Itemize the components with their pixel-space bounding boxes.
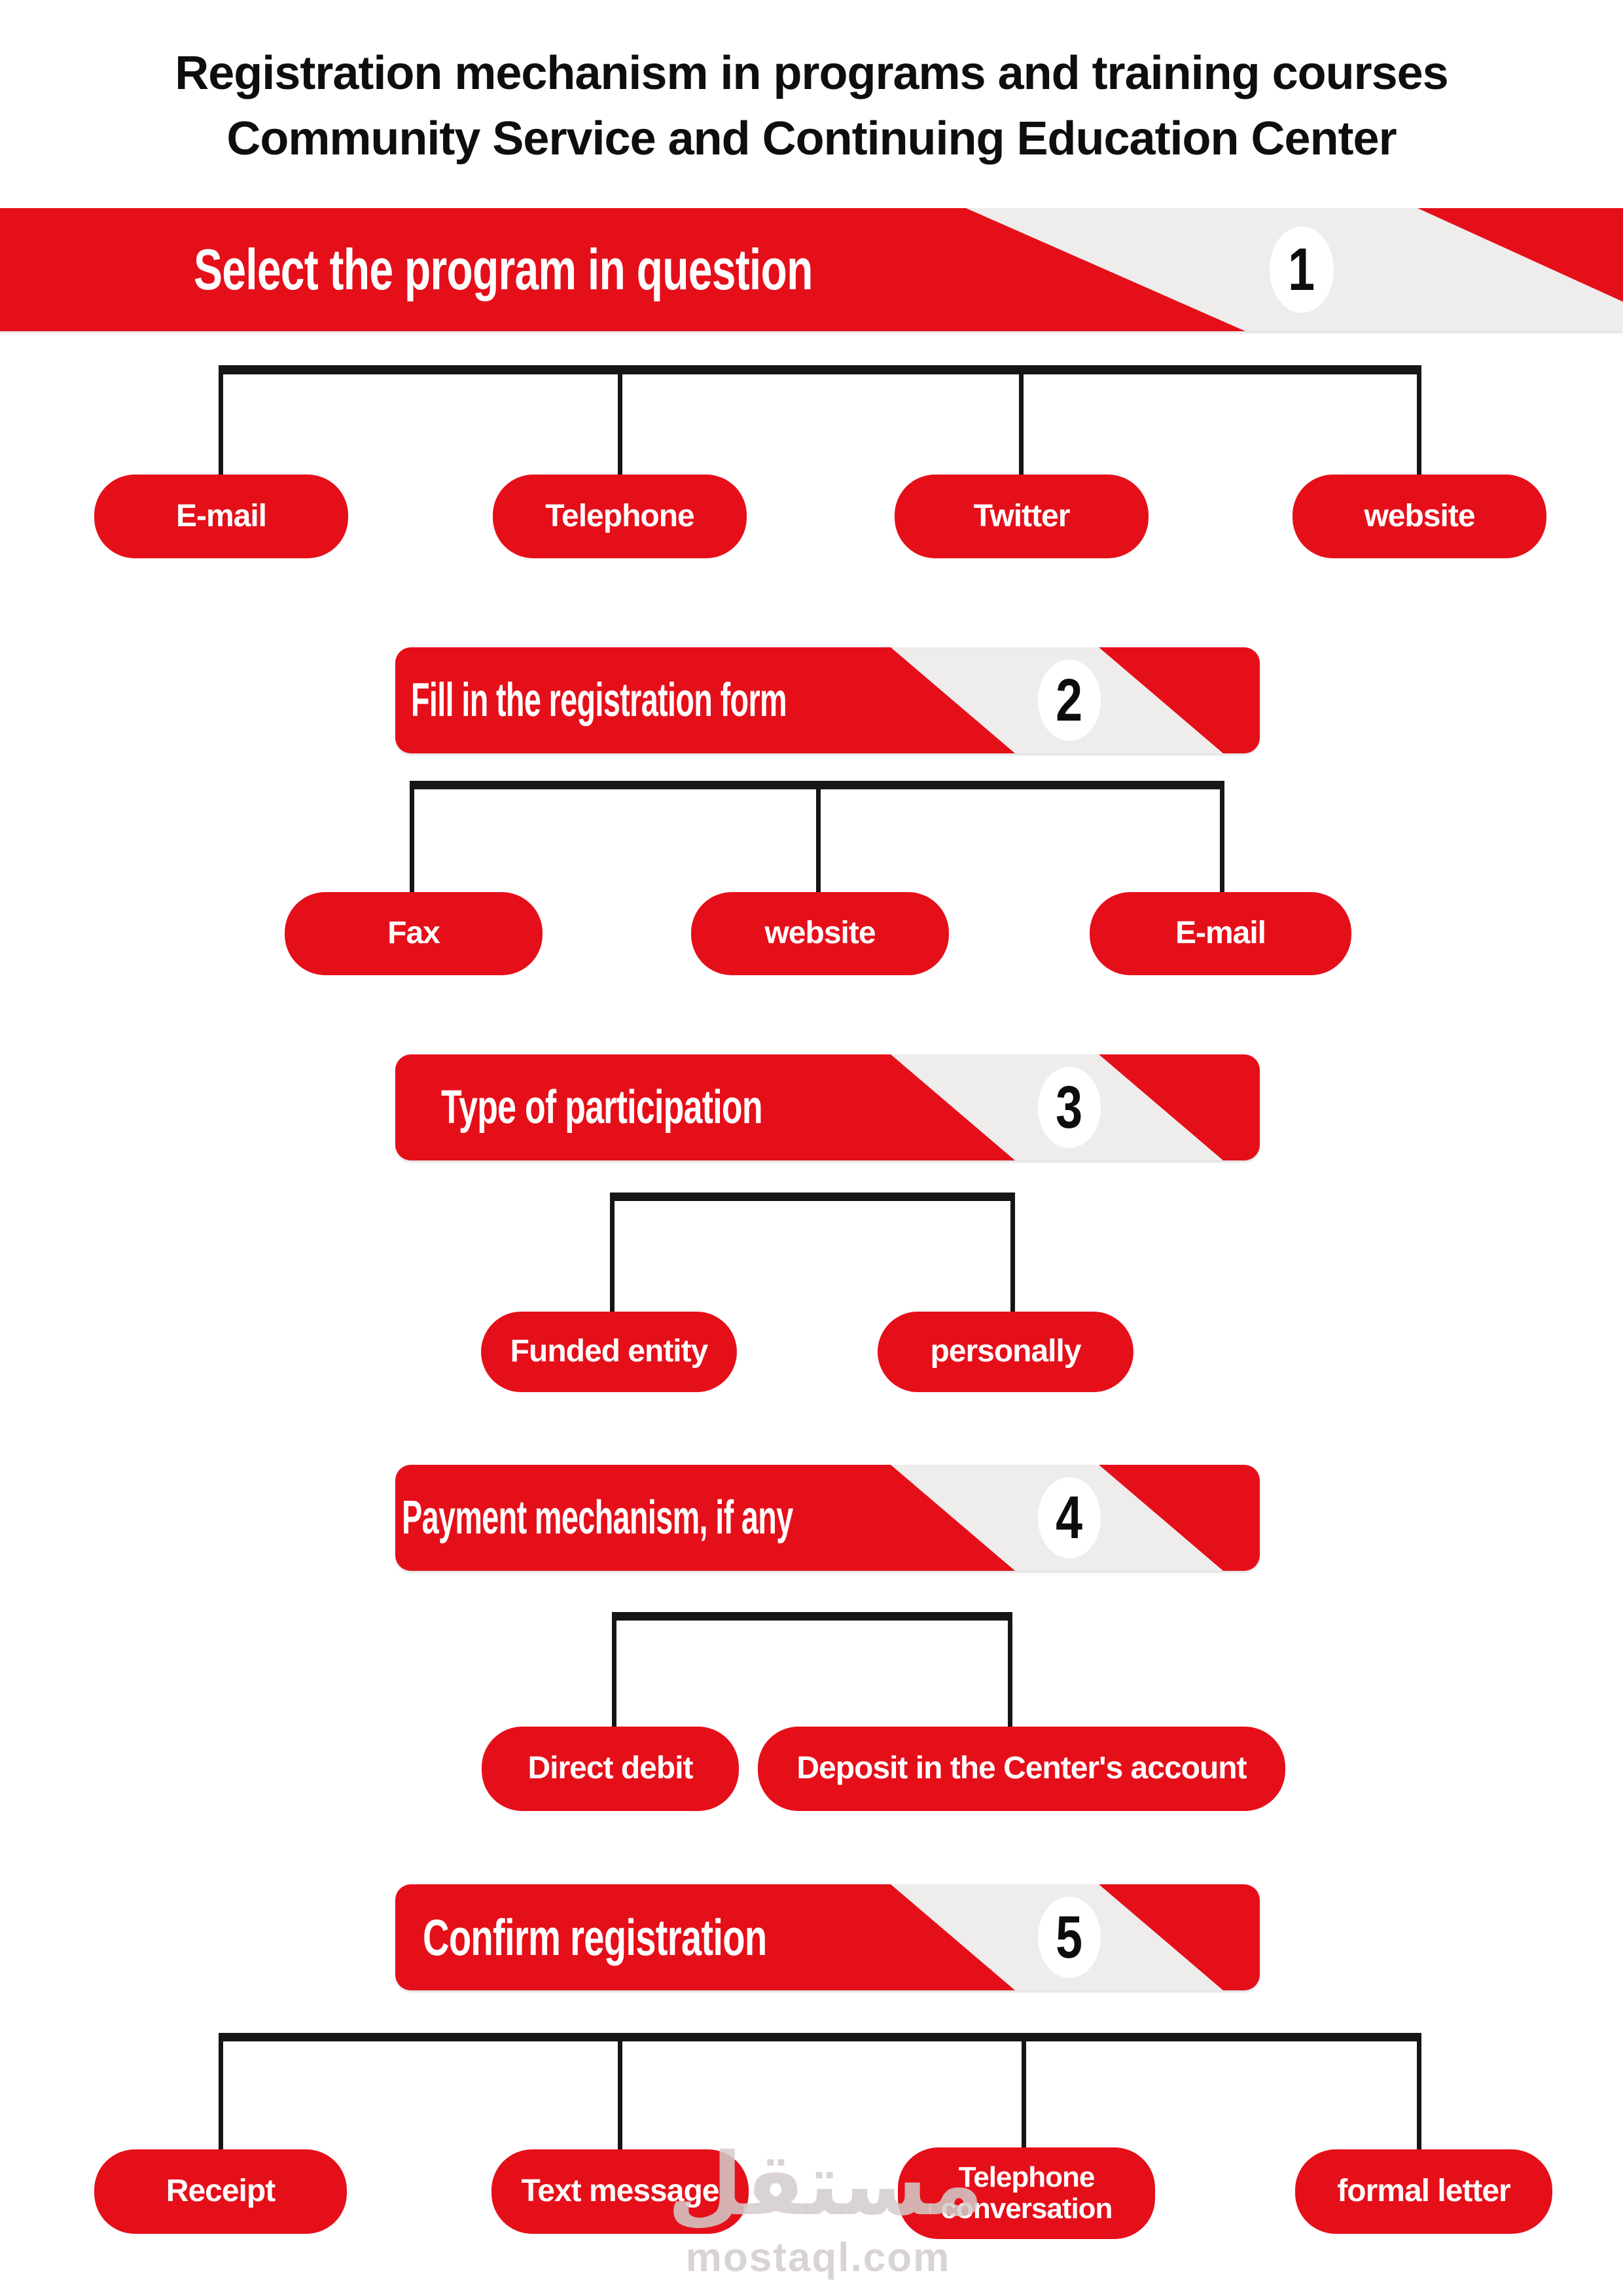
- pill-twitter: Twitter: [895, 475, 1149, 558]
- step-3-connector-line-2: [1010, 1193, 1015, 1312]
- pill-personally-label: personally: [930, 1334, 1081, 1369]
- pill-email-2-label: E-mail: [1175, 916, 1266, 951]
- step-3-connector-line-1: [610, 1193, 615, 1312]
- step-4-connector-line-2: [1008, 1612, 1012, 1727]
- step-2-connector-line-2: [816, 781, 821, 892]
- pill-email-1: E-mail: [94, 475, 348, 558]
- pill-funded-entity: Funded entity: [481, 1312, 737, 1392]
- mostaql-site-text: mostaql.com: [685, 2235, 951, 2280]
- step-2-title: Fill in the registration form: [411, 674, 787, 726]
- step-1-connector-bar: [219, 365, 1421, 374]
- step-5-connector-bar: [219, 2033, 1421, 2041]
- step-5-connector-line-2: [618, 2033, 622, 2149]
- pill-fax-label: Fax: [387, 916, 440, 951]
- step-4-title: Payment mechanism, if any: [402, 1492, 793, 1544]
- pill-text-message-label: Text message: [521, 2174, 720, 2209]
- pill-website-1: website: [1293, 475, 1546, 558]
- pill-telephone: Telephone: [493, 475, 747, 558]
- step-3-title: Type of participation: [441, 1081, 763, 1134]
- step-5-number: 5: [1056, 1903, 1083, 1971]
- pill-website-2: website: [691, 892, 949, 975]
- step-2-number-badge: 2: [1038, 660, 1101, 741]
- step-3-connector-bar: [610, 1193, 1015, 1201]
- step-1-connector-line-3: [1019, 365, 1024, 476]
- step-3-number-badge: 3: [1038, 1067, 1101, 1148]
- pill-personally: personally: [878, 1312, 1133, 1392]
- pill-receipt-label: Receipt: [166, 2174, 276, 2209]
- step-4-number-badge: 4: [1038, 1477, 1101, 1558]
- step-4-connector-line-1: [612, 1612, 616, 1727]
- pill-fax: Fax: [285, 892, 543, 975]
- pill-telephone-conversation: Telephone conversation: [898, 2147, 1155, 2239]
- step-1-number: 1: [1288, 236, 1315, 303]
- page-title-line1: Registration mechanism in programs and t…: [175, 47, 1448, 99]
- step-2-number: 2: [1056, 666, 1083, 734]
- pill-deposit-account: Deposit in the Center's account: [758, 1727, 1285, 1811]
- pill-website-2-label: website: [764, 916, 876, 951]
- pill-email-1-label: E-mail: [175, 498, 267, 533]
- pill-website-1-label: website: [1364, 498, 1475, 533]
- pill-twitter-label: Twitter: [973, 498, 1071, 533]
- pill-receipt: Receipt: [94, 2149, 347, 2234]
- step-2-connector-line-1: [410, 781, 414, 892]
- step-2-connector-line-3: [1220, 781, 1224, 892]
- step-3-number: 3: [1056, 1073, 1083, 1141]
- pill-formal-letter: formal letter: [1295, 2149, 1552, 2234]
- step-4-number: 4: [1056, 1484, 1083, 1551]
- step-5-number-badge: 5: [1038, 1897, 1101, 1978]
- step-4-banner: Payment mechanism, if any 4: [395, 1465, 1260, 1571]
- step-1-title: Select the program in question: [194, 237, 813, 302]
- step-4-connector-bar: [612, 1612, 1012, 1621]
- pill-funded-entity-label: Funded entity: [510, 1334, 709, 1369]
- step-1-connector-line-1: [219, 365, 223, 476]
- page-title: Registration mechanism in programs and t…: [0, 41, 1623, 171]
- step-1-number-badge: 1: [1270, 226, 1334, 313]
- pill-text-message: Text message: [491, 2149, 749, 2234]
- step-5-connector-line-4: [1417, 2033, 1421, 2149]
- pill-direct-debit-label: Direct debit: [527, 1751, 693, 1786]
- step-5-title: Confirm registration: [423, 1908, 767, 1966]
- step-5-banner: Confirm registration 5: [395, 1884, 1260, 1990]
- step-3-banner: Type of participation 3: [395, 1054, 1260, 1160]
- step-1-connector-line-4: [1417, 365, 1421, 476]
- pill-deposit-account-label: Deposit in the Center's account: [796, 1751, 1247, 1786]
- step-1-connector-line-2: [618, 365, 622, 476]
- step-5-connector-line-3: [1022, 2033, 1026, 2149]
- pill-telephone-conversation-label: Telephone conversation: [940, 2161, 1113, 2225]
- step-2-banner: Fill in the registration form 2: [395, 647, 1260, 753]
- step-5-connector-line-1: [219, 2033, 223, 2149]
- step-1-banner: Select the program in question 1: [0, 208, 1623, 331]
- pill-formal-letter-label: formal letter: [1337, 2174, 1510, 2209]
- pill-direct-debit: Direct debit: [482, 1727, 739, 1811]
- page-title-line2: Community Service and Continuing Educati…: [226, 113, 1397, 165]
- pill-email-2: E-mail: [1090, 892, 1351, 975]
- pill-telephone-label: Telephone: [545, 498, 694, 533]
